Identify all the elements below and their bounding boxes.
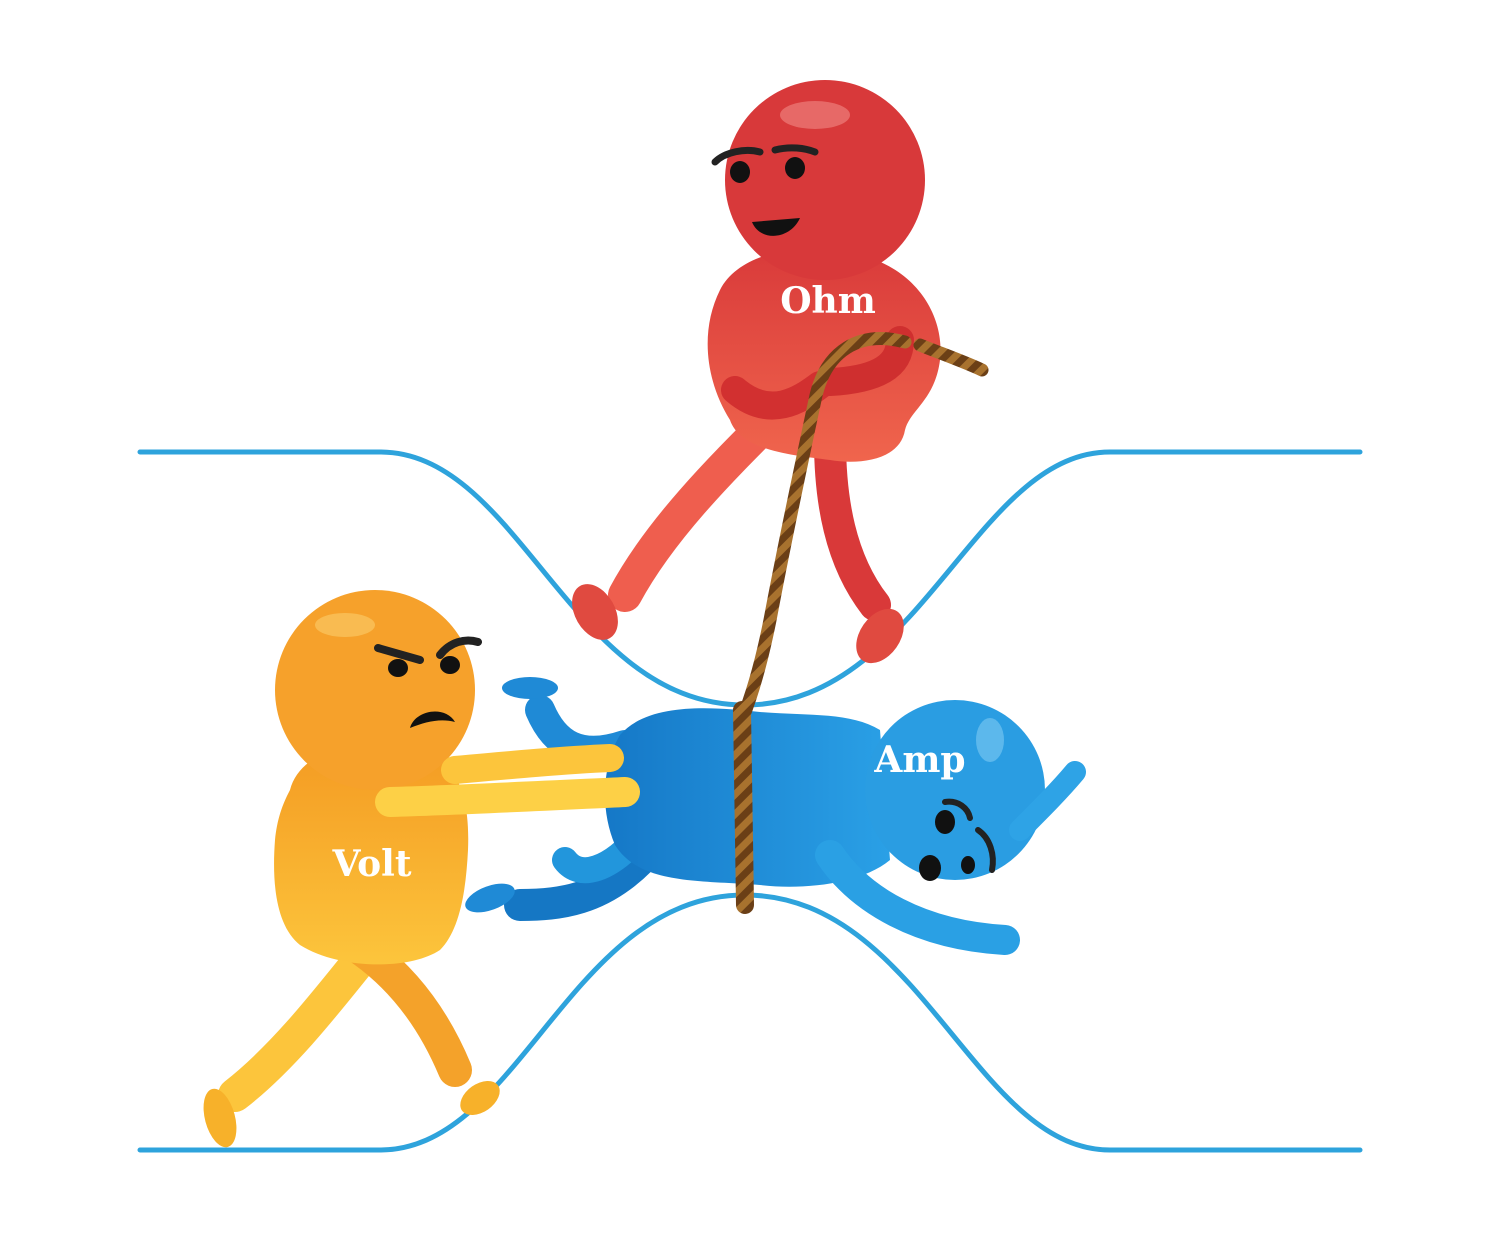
rope-tail <box>913 338 989 377</box>
ohm-label: Ohm <box>780 280 876 322</box>
ohm-character: Ohm <box>572 80 941 664</box>
rope-main <box>735 332 912 727</box>
volt-head <box>275 590 475 790</box>
volt-head-highlight <box>315 613 375 637</box>
volt-brow-left <box>374 644 424 664</box>
volt-character: Volt <box>203 590 640 1148</box>
ohm-head-highlight <box>780 101 850 129</box>
amp-eye-right <box>935 810 955 834</box>
amp-label: Amp <box>873 739 965 781</box>
volt-label: Volt <box>332 843 412 885</box>
amp-head <box>865 700 1045 880</box>
volt-arm-lower <box>375 777 640 817</box>
amp-leg-lower <box>504 844 656 921</box>
amp-head-highlight <box>976 718 1004 762</box>
rope <box>733 332 989 914</box>
ohm-foot-right <box>856 608 904 664</box>
volt-eye-left <box>388 659 408 677</box>
volt-brow-right <box>436 636 482 659</box>
volt-foot-front <box>460 1080 500 1116</box>
amp-leg-right <box>815 840 1020 955</box>
volt-eye-right <box>440 656 460 674</box>
amp-arm-right <box>1009 761 1086 841</box>
ohm-foot-left <box>572 584 618 640</box>
ohm-mouth <box>752 218 800 236</box>
ohm-brow-right <box>771 144 819 156</box>
ohm-arm-2 <box>816 326 914 396</box>
amp-brow <box>975 827 996 873</box>
ohm-leg-left <box>608 403 787 612</box>
ohm-eye-right <box>785 157 805 179</box>
ohm-brow-left <box>711 146 764 166</box>
volt-arm-upper <box>441 744 624 784</box>
amp-foot-lower <box>465 883 515 913</box>
volt-mouth <box>410 711 455 728</box>
volt-foot-back <box>203 1088 237 1148</box>
rope-around-amp <box>733 701 754 914</box>
volt-leg-back <box>218 943 377 1112</box>
amp-hand-upper <box>502 677 558 699</box>
amp-brow-2 <box>942 798 973 821</box>
amp-eye-left <box>919 855 941 881</box>
ohm-leg-right <box>814 424 891 621</box>
amp-mouth <box>961 856 975 874</box>
ohm-eye-left <box>730 161 750 183</box>
